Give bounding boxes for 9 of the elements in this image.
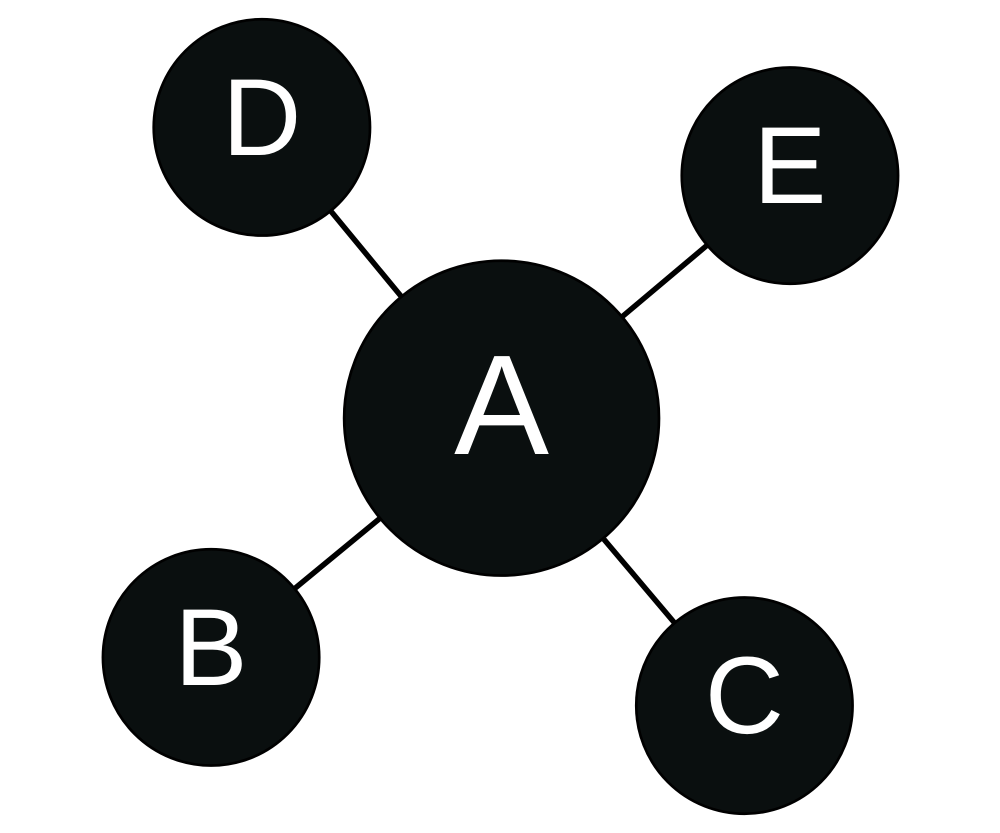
- connector: [620, 244, 708, 319]
- node-circle: C: [634, 596, 854, 816]
- node-circle: E: [680, 66, 899, 286]
- connector: [601, 537, 676, 625]
- node-circle: B: [101, 548, 320, 767]
- connector: [328, 210, 403, 298]
- node-circle: A: [342, 259, 660, 577]
- connector: [292, 516, 382, 590]
- node-circle: D: [152, 18, 371, 237]
